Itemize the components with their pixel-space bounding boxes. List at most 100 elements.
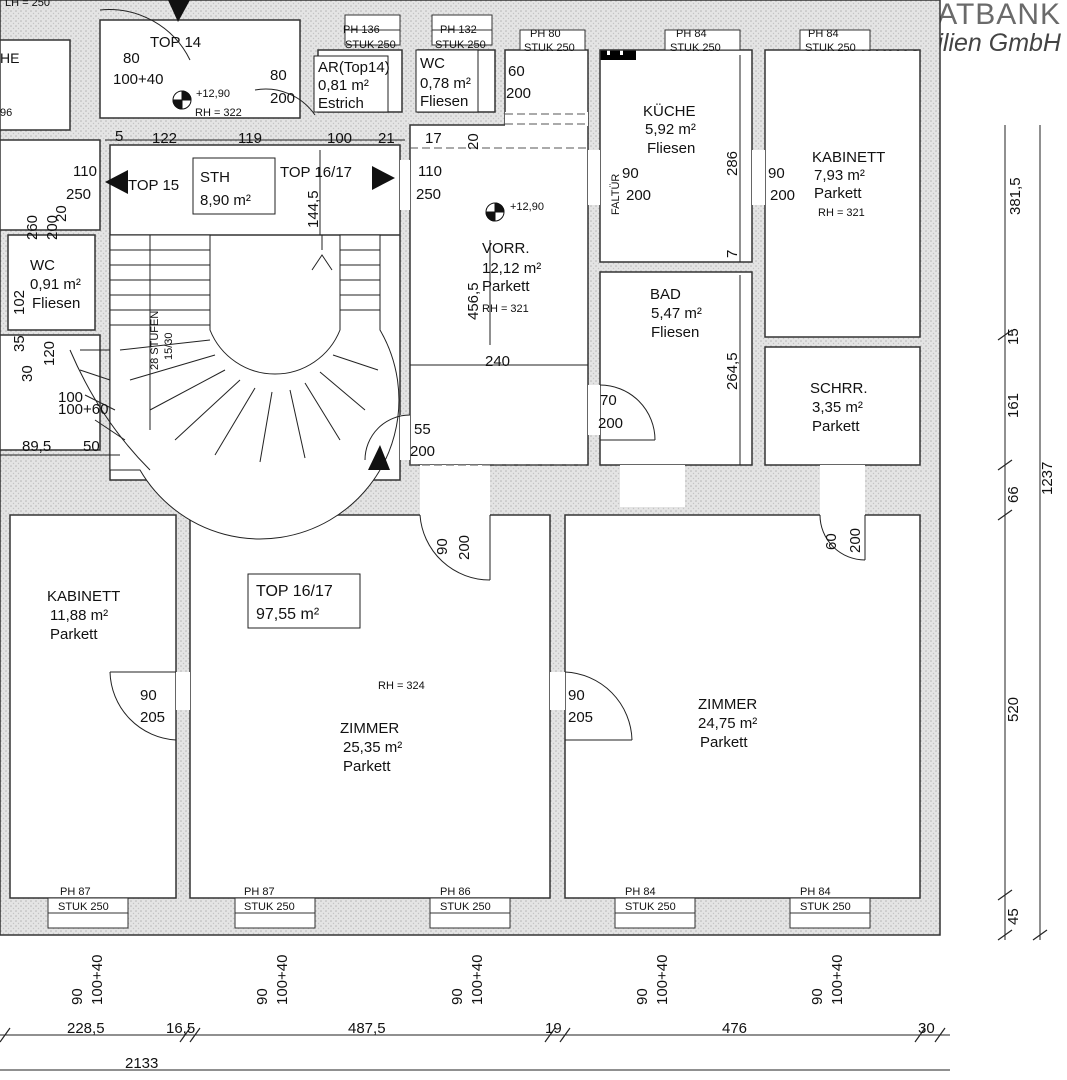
plan-label: PH 84 (625, 886, 656, 898)
plan-label: 80 (123, 50, 140, 67)
plan-label: 60 (823, 533, 840, 550)
plan-label: STUK 250 (524, 42, 575, 54)
room-schrr-floor: Parkett (812, 418, 860, 435)
plan-label: 100+60 (58, 401, 108, 418)
plan-label: PH 132 (440, 24, 477, 36)
plan-label: 45 (1005, 908, 1022, 925)
plan-label: 205 (568, 709, 593, 726)
plan-label: STUK 250 (58, 901, 109, 913)
room-sth-area: 8,90 m² (200, 192, 251, 209)
plan-label: 20 (465, 133, 482, 150)
room-kabinett-left-name: KABINETT (47, 588, 120, 605)
room-bad-name: BAD (650, 286, 681, 303)
plan-label: 15 (1005, 328, 1022, 345)
room-kueche-floor: Fliesen (647, 140, 695, 157)
plan-label: 228,5 (67, 1020, 105, 1037)
plan-label: 200 (847, 528, 864, 553)
plan-label: 17 (425, 130, 442, 147)
plan-label: 5 (115, 128, 123, 145)
room-vorr-name: VORR. (482, 240, 530, 257)
plan-label: PH 84 (808, 28, 839, 40)
room-ar-floor: Estrich (318, 95, 364, 112)
room-kueche-name: KÜCHE (643, 102, 696, 120)
plan-label: 70 (600, 392, 617, 409)
room-wc-left-area: 0,91 m² (30, 276, 81, 293)
plan-label: 144,5 (305, 190, 322, 228)
plan-label: 100 (327, 130, 352, 147)
plan-label: 90 (140, 687, 157, 704)
plan-label: 35 (11, 335, 28, 352)
plan-label: 100+40 (829, 955, 846, 1005)
plan-label: 90 (254, 988, 271, 1005)
stairs-sub: 15/30 (163, 332, 175, 360)
plan-label: 30 (19, 365, 36, 382)
dimension-lines (0, 55, 1048, 1071)
plan-label: 90 (434, 538, 451, 555)
room-labels: KÜCHE 5,92 m² Fliesen KABINETT 7,93 m² P… (30, 49, 885, 775)
plan-label: 240 (485, 353, 510, 370)
top15-label: TOP 15 (128, 177, 179, 194)
room-zimmer-right-floor: Parkett (700, 734, 748, 751)
room-kabinett-right-name: KABINETT (812, 149, 885, 166)
room-kabinett-left-floor: Parkett (50, 626, 98, 643)
room-bad-area: 5,47 m² (651, 305, 702, 322)
plan-label: PH 84 (800, 886, 831, 898)
level1: +12,90 (196, 88, 230, 100)
door-openings (176, 112, 865, 710)
dashed-lines (410, 113, 588, 466)
plan-label: 90 (622, 165, 639, 182)
plan-label: PH 136 (343, 24, 380, 36)
plan-label: 200 (44, 215, 61, 240)
plan-label: PH 80 (530, 28, 561, 40)
unit-label: TOP 16/17 (256, 583, 333, 600)
top14-label: TOP 14 (150, 34, 201, 51)
plan-label: 100 (58, 389, 83, 406)
plan-label: 200 (626, 187, 651, 204)
plan-label: 16,5 (166, 1020, 195, 1037)
room-kabinett-right-floor: Parkett (814, 185, 862, 202)
plan-label: PH 87 (244, 886, 275, 898)
plan-label: 7 (724, 250, 741, 258)
plan-label: 100+40 (113, 71, 163, 88)
top1617-label: TOP 16/17 (280, 164, 352, 181)
he-label: HE (0, 50, 19, 66)
plan-label: 100+40 (654, 955, 671, 1005)
sill-labels: 90 100+40 90 100+40 90 100+40 90 100+40 … (69, 955, 846, 1005)
overall-dimensions: 228,5 16,5 487,5 19 476 30 2133 381,5 15… (67, 177, 1056, 1072)
room-vorr-floor: Parkett (482, 278, 530, 295)
plan-label: 122 (152, 130, 177, 147)
plan-label: 60 (508, 63, 525, 80)
level2: +12,90 (510, 201, 544, 213)
plan-label: 30 (918, 1020, 935, 1037)
room-kabinett-right-area: 7,93 m² (814, 167, 865, 184)
room-zimmer-center-floor: Parkett (343, 758, 391, 775)
unit-area: 97,55 m² (256, 606, 320, 623)
plan-label: 161 (1005, 393, 1022, 418)
plan-label: PH 84 (676, 28, 707, 40)
plan-label: 200 (410, 443, 435, 460)
plan-label: 89,5 (22, 438, 51, 455)
room-kueche-area: 5,92 m² (645, 121, 696, 138)
plan-label: 66 (1005, 486, 1022, 503)
plan-label: 100+40 (469, 955, 486, 1005)
stairs-label: 28 STUFEN (149, 311, 161, 370)
plan-label: STUK 250 (440, 901, 491, 913)
plan-label: 264,5 (724, 352, 741, 390)
plan-label: 110 (418, 163, 442, 180)
plan-label: 200 (270, 90, 295, 107)
plan-label: 200 (506, 85, 531, 102)
plan-label: 200 (770, 187, 795, 204)
room-bad-floor: Fliesen (651, 324, 699, 341)
plan-label: 19 (545, 1020, 562, 1037)
room-wc-top-name: WC (420, 55, 445, 72)
plan-label: STUK 250 (244, 901, 295, 913)
room-sth-name: STH (200, 169, 230, 186)
plan-label: 50 (83, 438, 100, 455)
room-zimmer-center-name: ZIMMER (340, 720, 399, 737)
faltuer-label: FALTÜR (610, 174, 622, 215)
plan-label: 2133 (125, 1055, 158, 1072)
plan-label: 20 (53, 205, 70, 222)
